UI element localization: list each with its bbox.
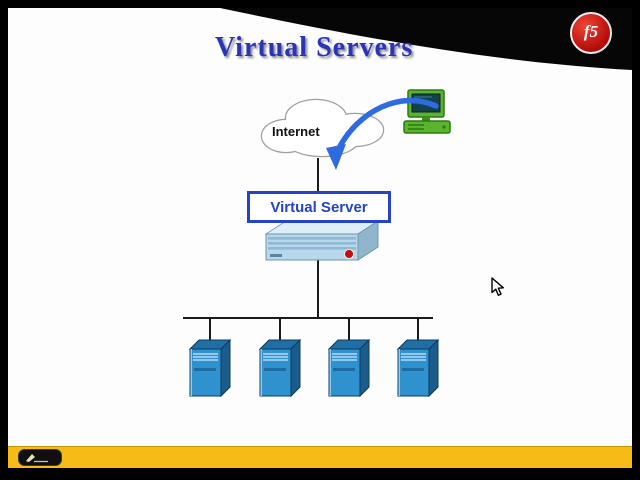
server-icon <box>327 338 371 398</box>
server-drop-line <box>279 318 281 345</box>
bigip-appliance-icon <box>264 220 380 261</box>
mouse-cursor <box>491 277 504 296</box>
server-drop-line <box>209 318 211 345</box>
traffic-arrow-icon <box>326 97 439 170</box>
server-icon <box>396 338 440 398</box>
server-icon <box>258 338 302 398</box>
connector-cloud-to-vs <box>317 158 319 192</box>
f5-logo-text: f5 <box>583 22 599 41</box>
internet-label: Internet <box>272 124 320 139</box>
network-bus-line <box>183 317 433 319</box>
virtual-server-label: Virtual Server <box>270 198 368 216</box>
server-icon <box>188 338 232 398</box>
bottom-accent-bar <box>8 446 632 468</box>
internet-cloud-icon <box>260 98 385 158</box>
f5-logo-icon: f5 <box>570 12 612 54</box>
server-drop-line <box>348 318 350 345</box>
connector-appliance-to-bus <box>317 260 319 319</box>
slide-title: Virtual Servers <box>215 32 414 63</box>
virtual-server-box: Virtual Server <box>247 191 391 223</box>
pen-tool-icon[interactable] <box>18 449 62 466</box>
server-drop-line <box>417 318 419 345</box>
slide-canvas: Virtual Servers f5 Internet <box>8 8 632 468</box>
